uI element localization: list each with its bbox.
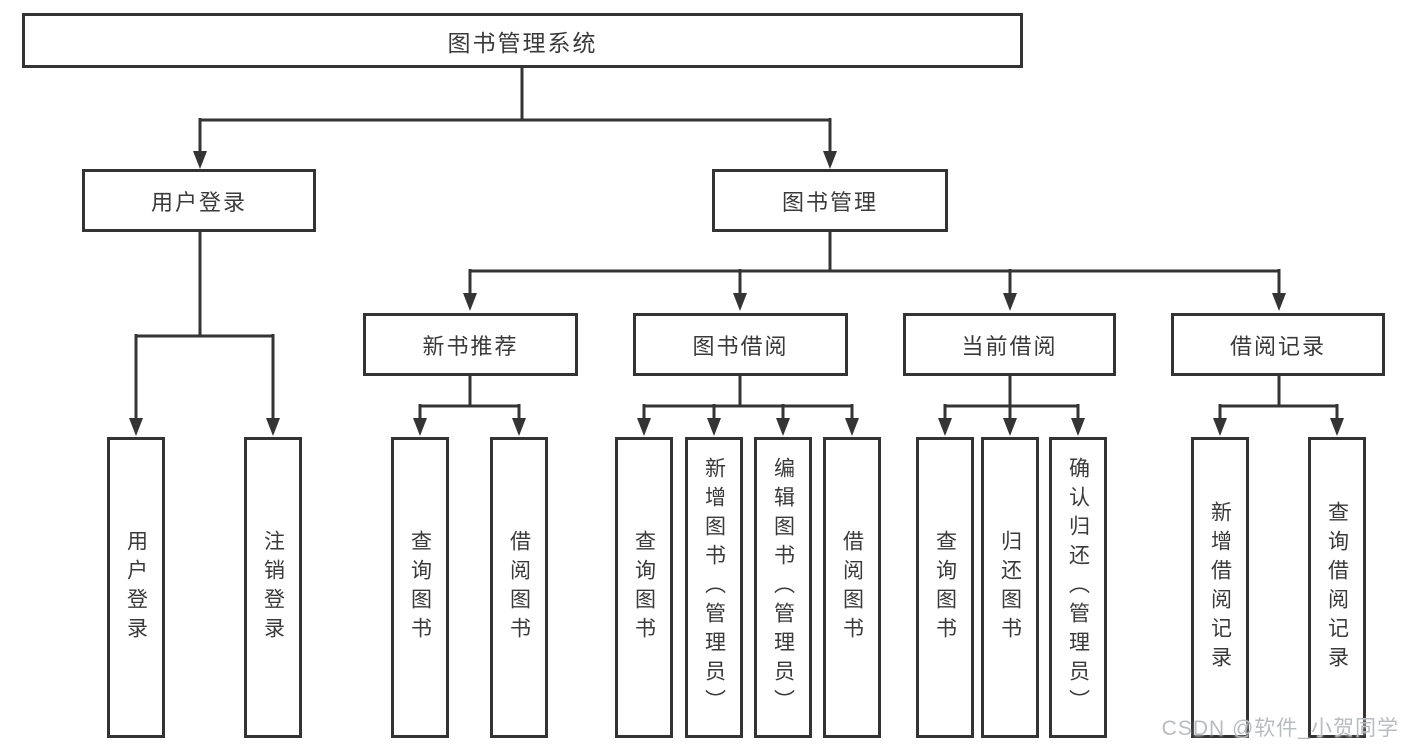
connector-user-login-branch: [129, 232, 280, 436]
connector-new-book-leaves: [413, 376, 526, 436]
node-user-login: 用户登录: [82, 169, 316, 232]
leaf-user-login: 用户登录: [107, 437, 165, 738]
node-new-book-recommend: 新书推荐: [363, 313, 578, 376]
leaf-borrow-books-borrowing: 借阅图书: [823, 437, 881, 738]
leaf-query-books-current: 查询图书: [916, 437, 974, 738]
connector-management-to-groups: [463, 232, 1286, 311]
leaf-add-books-admin: 新增图书（管理员）: [685, 437, 743, 738]
leaf-query-books-borrowing: 查询图书: [615, 437, 673, 738]
leaf-query-books-recommend: 查询图书: [391, 437, 449, 738]
leaf-query-borrow-record: 查询借阅记录: [1308, 437, 1366, 738]
node-borrowing-records: 借阅记录: [1171, 313, 1385, 376]
csdn-watermark: CSDN @软件_小贺同学: [1161, 717, 1399, 740]
connector-root-to-level2: [193, 68, 837, 169]
leaf-edit-books-admin: 编辑图书（管理员）: [754, 437, 812, 738]
leaf-borrow-books-recommend: 借阅图书: [490, 437, 548, 738]
connector-book-borrowing-leaves: [637, 376, 859, 436]
node-book-borrowing: 图书借阅: [633, 313, 848, 376]
node-book-management: 图书管理: [712, 169, 948, 232]
node-current-borrowing: 当前借阅: [903, 313, 1116, 376]
leaf-return-books: 归还图书: [981, 437, 1039, 738]
node-library-management-system: 图书管理系统: [22, 13, 1023, 68]
leaf-confirm-return-admin: 确认归还（管理员）: [1049, 437, 1107, 738]
connector-borrowing-records-leaves: [1213, 376, 1344, 436]
leaf-logout: 注销登录: [244, 437, 302, 738]
leaf-add-borrow-record: 新增借阅记录: [1191, 437, 1249, 738]
connector-current-borrowing-leaves: [938, 376, 1085, 436]
